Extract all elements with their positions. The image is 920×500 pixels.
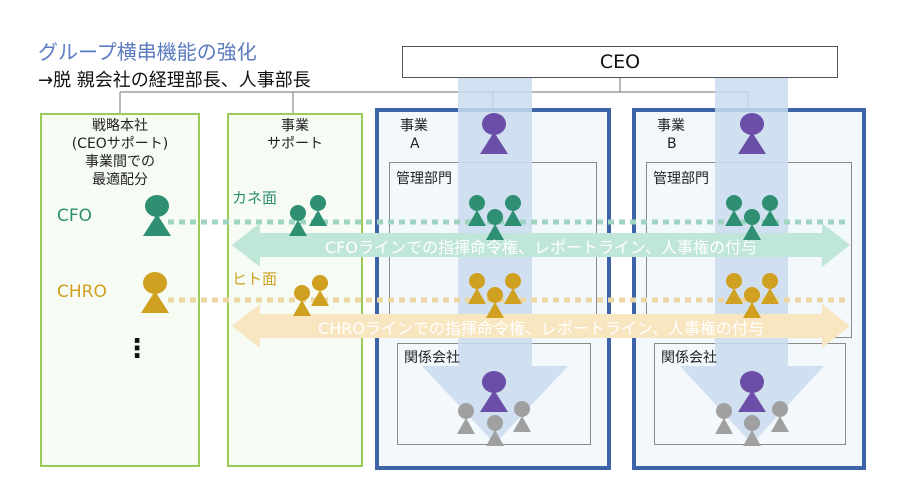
money-aspect-label: カネ面 xyxy=(232,189,278,207)
chro-label: CHRO xyxy=(57,282,107,302)
strategy-hq-column xyxy=(40,113,200,467)
business-a-label: 事業 A xyxy=(400,117,428,153)
business-a-affiliate-label: 関係会社 xyxy=(404,350,460,366)
strategy-hq-label: 戦略本社 (CEOサポート) 事業間での 最適配分 xyxy=(40,117,200,189)
strategy-label-line: 事業間での xyxy=(85,154,155,170)
business-b-label: 事業 B xyxy=(657,117,685,153)
strategy-label-line: (CEOサポート) xyxy=(71,136,169,152)
support-label-line: サポート xyxy=(267,136,323,152)
ceo-box: CEO xyxy=(402,46,838,78)
people-aspect-label: ヒト面 xyxy=(232,270,278,288)
business-b-affiliate-label: 関係会社 xyxy=(661,350,717,366)
business-b-label-line: B xyxy=(667,136,677,152)
cfo-person-icon xyxy=(143,195,171,236)
cfo-line-text: CFOラインでの指揮命令権、レポートライン、人事権の付与 xyxy=(324,238,757,257)
double-arrow-icon xyxy=(232,223,850,267)
person-icon xyxy=(309,195,327,226)
double-arrow-icon xyxy=(232,304,850,348)
support-label: 事業 サポート xyxy=(227,117,363,153)
page-title: グループ横串機能の強化 xyxy=(38,40,257,64)
ceo-label: CEO xyxy=(599,51,641,73)
strategy-label-line: 戦略本社 xyxy=(92,118,148,134)
chro-person-icon xyxy=(141,272,169,313)
page-subtitle: →脱 親会社の経理部長、人事部長 xyxy=(38,70,311,91)
business-b-label-line: 事業 xyxy=(657,118,685,134)
person-icon xyxy=(311,275,329,306)
cfo-label: CFO xyxy=(57,206,93,226)
down-arrow-icon xyxy=(680,72,824,444)
down-arrow-icon xyxy=(422,72,568,444)
business-b-mgmt-label: 管理部門 xyxy=(653,171,709,187)
more-roles-ellipsis: ⋮ xyxy=(124,334,150,364)
business-a-mgmt-label: 管理部門 xyxy=(396,171,452,187)
support-label-line: 事業 xyxy=(281,118,309,134)
person-icon xyxy=(293,285,311,316)
chro-line-text: CHROラインでの指揮命令権、レポートライン、人事権の付与 xyxy=(318,319,764,338)
strategy-label-line: 最適配分 xyxy=(92,172,148,188)
business-a-label-line: A xyxy=(410,136,420,152)
business-a-label-line: 事業 xyxy=(400,118,428,134)
